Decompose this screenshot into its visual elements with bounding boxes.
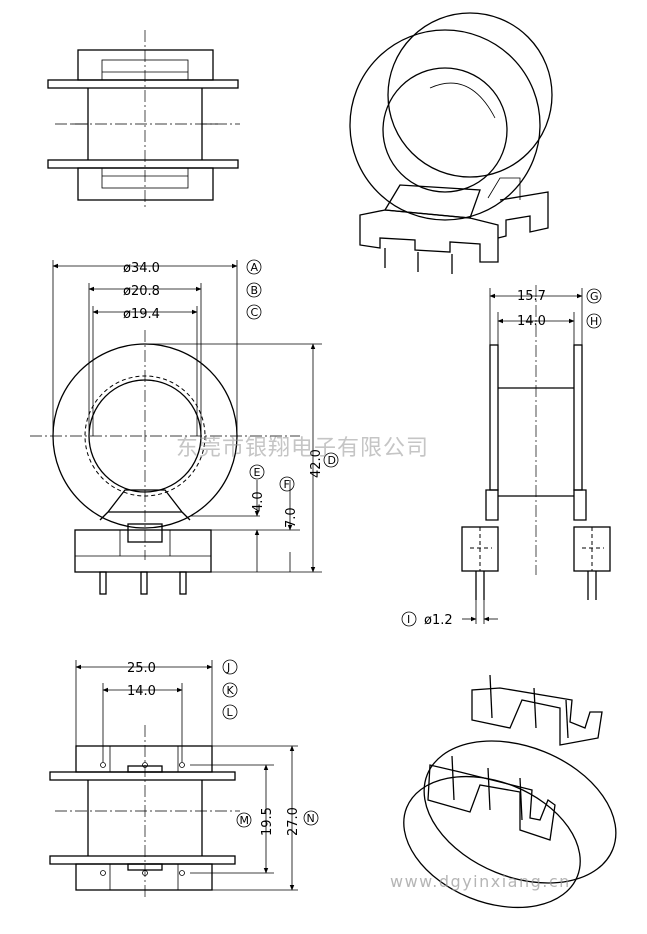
svg-text:N: N	[307, 812, 315, 825]
dim-d20-8: ø20.8	[123, 284, 160, 299]
dim-d34: ø34.0	[123, 261, 160, 276]
svg-text:H: H	[590, 315, 598, 328]
svg-text:L: L	[227, 706, 234, 719]
ref-label-g: G	[586, 288, 602, 304]
ref-label-a: A	[246, 259, 262, 275]
side-view	[461, 285, 611, 624]
dim-w15-7: 15.7	[517, 289, 546, 304]
ref-label-n: N	[303, 810, 319, 826]
svg-text:I: I	[407, 613, 410, 626]
dim-h4: 4.0	[251, 491, 266, 512]
ref-label-f: F	[279, 476, 295, 492]
isometric-view-bottom	[403, 674, 617, 909]
svg-text:K: K	[227, 684, 235, 697]
front-view	[30, 260, 322, 595]
ref-label-i: I	[401, 611, 417, 627]
svg-text:E: E	[254, 466, 261, 479]
svg-text:D: D	[328, 454, 336, 467]
svg-text:A: A	[251, 261, 259, 274]
bottom-view	[49, 660, 298, 900]
ref-label-k: K	[222, 682, 238, 698]
dim-h42: 42.0	[309, 449, 324, 478]
ref-label-m: M	[236, 812, 252, 828]
ref-label-l: L	[222, 704, 238, 720]
top-view	[47, 30, 240, 210]
ref-label-e: E	[249, 464, 265, 480]
dim-h19-5: 19.5	[260, 807, 275, 836]
svg-text:J: J	[226, 661, 230, 674]
svg-text:F: F	[284, 478, 290, 491]
dim-w14-side: 14.0	[517, 314, 546, 329]
dim-pin: ø1.2	[424, 613, 453, 628]
dim-w14-bottom: 14.0	[127, 684, 156, 699]
dim-d19-4: ø19.4	[123, 307, 160, 322]
svg-text:B: B	[251, 284, 259, 297]
isometric-view-top	[349, 12, 553, 274]
svg-text:M: M	[240, 814, 250, 827]
ref-label-b: B	[246, 282, 262, 298]
dim-h27: 27.0	[286, 807, 301, 836]
dim-w25: 25.0	[127, 661, 156, 676]
ref-label-h: H	[586, 313, 602, 329]
ref-label-d: D	[323, 452, 339, 468]
svg-text:C: C	[251, 306, 259, 319]
ref-label-c: C	[246, 304, 262, 320]
svg-text:G: G	[590, 290, 599, 303]
dim-h7: 7.0	[284, 507, 299, 528]
ref-label-j: J	[222, 659, 238, 675]
